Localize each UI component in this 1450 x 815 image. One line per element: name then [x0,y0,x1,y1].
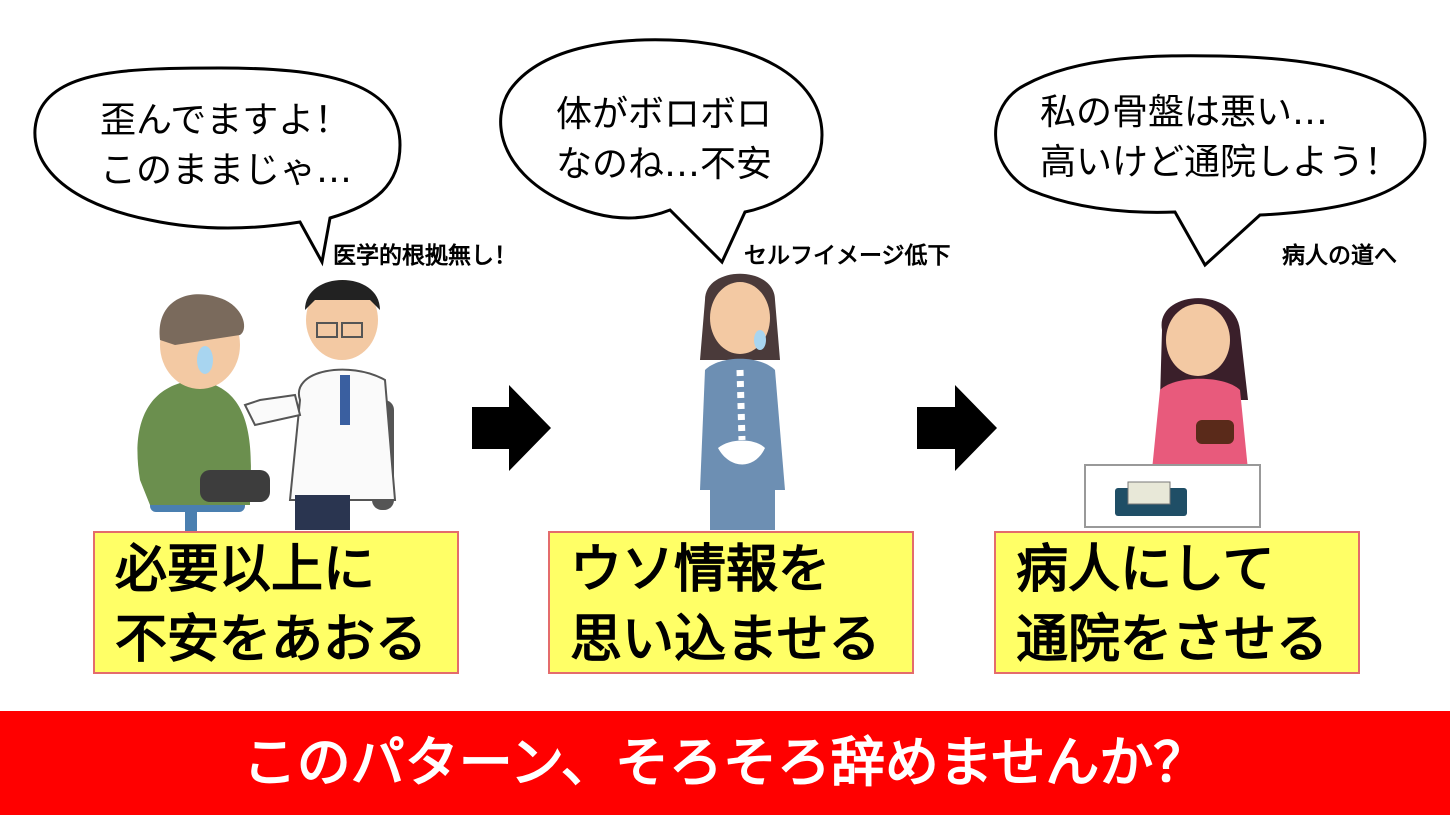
speech-bubble-3-text: 私の骨盤は悪い… 高いけど通院しよう！ [1040,88,1400,188]
caption-1: 医学的根拠無し！ [333,243,517,269]
woman-paying-illustration [1084,298,1261,528]
speech-bubble-1-line2: このままじゃ… [100,150,353,191]
patient-doctor-illustration [137,280,397,535]
bottom-banner-text: このパターン、そろそろ辞めませんか？ [242,731,1208,794]
yellow-box-3-line2: 通院をさせる [1016,610,1329,670]
speech-bubble-2-line2: なのね…不安 [556,144,773,185]
speech-bubble-3 [994,54,1427,268]
speech-bubble-2-text: 体がボロボロ なのね…不安 [556,90,772,190]
caption-2: セルフイメージ低下 [744,243,951,269]
yellow-box-2-line1: ウソ情報を [570,540,831,600]
speech-bubble-1 [33,66,402,267]
speech-bubble-2-line1: 体がボロボロ [556,94,773,135]
yellow-box-3: 病人にして 通院をさせる [994,531,1360,674]
speech-bubble-1-line1: 歪んでますよ！ [100,100,351,141]
speech-bubble-3-line1: 私の骨盤は悪い… [1040,92,1329,133]
speech-bubble-1-text: 歪んでますよ！ このままじゃ… [100,96,352,196]
arrow-right-icon [917,385,997,471]
speech-bubble-3-line2: 高いけど通院しよう！ [1040,142,1401,183]
yellow-box-2: ウソ情報を 思い込ませる [548,531,914,674]
yellow-box-3-line1: 病人にして [1016,540,1275,600]
yellow-box-1: 必要以上に 不安をあおる [93,531,459,674]
speech-bubble-2 [499,38,824,265]
caption-3: 病人の道へ [1282,243,1397,269]
arrow-right-icon [472,385,551,471]
bottom-banner: このパターン、そろそろ辞めませんか？ [0,711,1450,815]
woman-spine-illustration [700,273,785,530]
yellow-box-2-line2: 思い込ませる [570,610,881,670]
yellow-box-1-line2: 不安をあおる [115,610,428,670]
yellow-box-1-line1: 必要以上に [115,540,376,600]
